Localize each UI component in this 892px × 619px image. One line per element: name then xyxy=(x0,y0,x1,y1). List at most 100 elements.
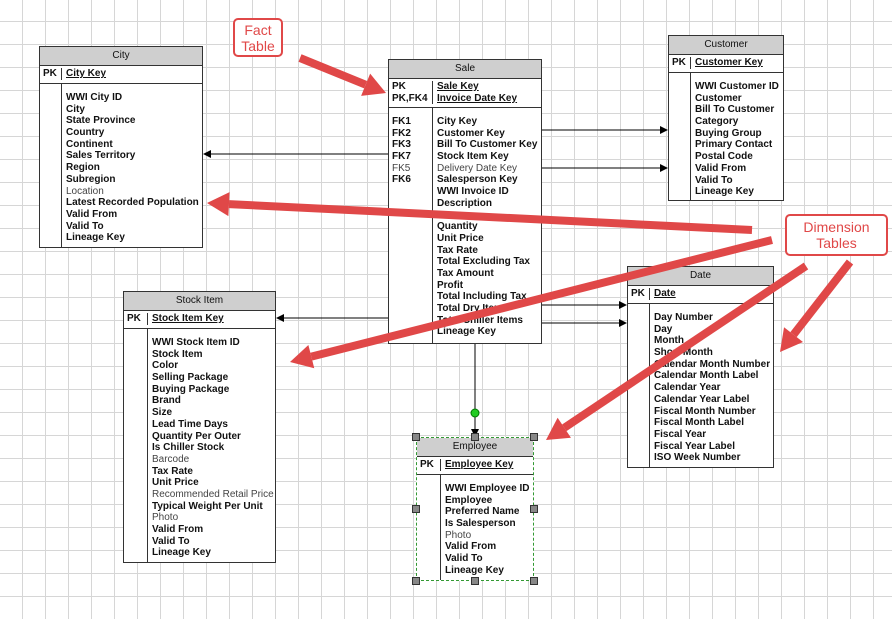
field-name: Barcode xyxy=(152,453,190,465)
field-name: Calendar Month Label xyxy=(654,370,759,382)
field-name: Valid From xyxy=(66,208,118,220)
selection-handle[interactable] xyxy=(412,505,420,513)
field-name: Sale Key xyxy=(437,81,479,92)
key-label: PK xyxy=(631,288,645,299)
field-name: Latest Recorded Population xyxy=(66,197,199,209)
field-name: Delivery Date Key xyxy=(437,162,518,174)
key-label: PK xyxy=(672,57,686,68)
field-name: Tax Rate xyxy=(437,244,478,256)
table-title: Sale xyxy=(389,60,541,79)
red-annotation-arrow xyxy=(546,262,809,440)
field-name: Buying Package xyxy=(152,383,230,395)
key-column xyxy=(124,329,148,562)
field-name: Stock Item xyxy=(152,348,203,360)
red-annotation-arrow xyxy=(207,192,753,234)
field-name: WWI City ID xyxy=(66,92,123,103)
field-name: WWI Invoice ID xyxy=(437,186,509,198)
field-name: Quantity xyxy=(437,221,478,233)
field-name: Salesperson Key xyxy=(437,174,518,186)
field-name: Location xyxy=(66,185,104,197)
field-name: Photo xyxy=(152,512,179,524)
key-label: FK1 xyxy=(392,116,411,127)
key-column: PK xyxy=(40,68,62,80)
table-title: Stock Item xyxy=(124,292,275,311)
field-name: Lineage Key xyxy=(152,547,211,559)
field-name: Is Chiller Stock xyxy=(152,442,225,454)
connector-handle[interactable] xyxy=(470,408,480,418)
primary-key-section: PK Customer Key xyxy=(669,55,783,73)
field-name: Fiscal Month Number xyxy=(654,405,756,417)
selection-handle[interactable] xyxy=(530,577,538,585)
field-name: Date xyxy=(654,288,676,299)
field-name: Tax Rate xyxy=(152,465,193,477)
field-name: Photo xyxy=(445,529,472,541)
key-label: PK xyxy=(43,68,57,79)
field-name: Is Salesperson xyxy=(445,518,516,530)
field-name: Valid From xyxy=(695,162,747,174)
field-name: Region xyxy=(66,162,100,174)
fact-table-callout: Fact Table xyxy=(233,18,283,57)
field-name: State Province xyxy=(66,115,136,127)
field-name: Sales Territory xyxy=(66,150,136,162)
table-title: City xyxy=(40,47,202,66)
field-name: Tax Amount xyxy=(437,267,494,279)
dimension-tables-callout: Dimension Tables xyxy=(785,214,888,256)
field-name: City xyxy=(66,103,85,115)
field-name: Bill To Customer Key xyxy=(437,139,538,151)
selection-handle[interactable] xyxy=(471,433,479,441)
table-title: Employee xyxy=(417,438,533,457)
field-name: Day xyxy=(654,323,673,335)
field-name: Fiscal Year Label xyxy=(654,440,735,452)
field-name: Customer xyxy=(695,92,742,104)
field-name: City Key xyxy=(437,116,478,127)
field-name: WWI Customer ID xyxy=(695,81,779,92)
field-name: Quantity Per Outer xyxy=(152,430,241,442)
field-name: Lineage Key xyxy=(695,186,754,198)
primary-key-section: PK Stock Item Key xyxy=(124,311,275,329)
field-column: Customer Key xyxy=(691,57,783,69)
key-label: FK6 xyxy=(392,174,411,186)
key-label: PK,FK4 xyxy=(392,92,428,104)
field-name: Invoice Date Key xyxy=(437,92,518,104)
field-name: Valid To xyxy=(152,535,190,547)
field-name: Selling Package xyxy=(152,372,229,384)
selection-handle[interactable] xyxy=(412,577,420,585)
selection-handle[interactable] xyxy=(412,433,420,441)
field-name: Calendar Month Number xyxy=(654,358,771,370)
field-name: Typical Weight Per Unit xyxy=(152,500,263,512)
red-annotation-arrow xyxy=(290,236,773,369)
field-name: Lineage Key xyxy=(445,564,504,576)
field-name: Preferred Name xyxy=(445,506,520,518)
key-column: PK xyxy=(628,288,650,300)
field-column: Stock Item Key xyxy=(148,313,275,325)
key-label: PK xyxy=(127,313,141,324)
field-name: Recommended Retail Price xyxy=(152,488,274,500)
field-name: Employee Key xyxy=(445,459,514,470)
field-name: Total Excluding Tax xyxy=(437,256,530,268)
field-name: Stock Item Key xyxy=(152,313,224,324)
selection-handle[interactable] xyxy=(530,505,538,513)
selection-handle[interactable] xyxy=(471,577,479,585)
field-name: Total Dry Items xyxy=(437,303,509,314)
field-name: Valid To xyxy=(695,174,733,186)
field-name: Subregion xyxy=(66,173,116,185)
key-label: FK3 xyxy=(392,139,411,151)
table-title: Date xyxy=(628,267,773,286)
selection-handle[interactable] xyxy=(530,433,538,441)
